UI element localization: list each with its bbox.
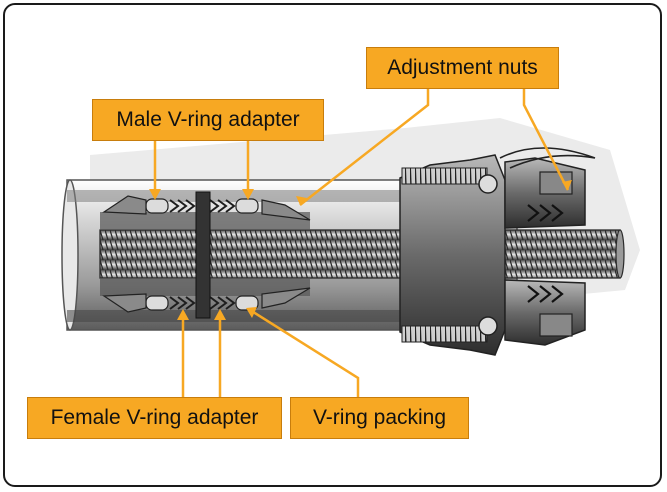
leader-adjustment-right	[522, 89, 570, 191]
leader-adjustment-left	[299, 89, 430, 206]
female-adapter-bottom-left	[145, 295, 169, 311]
male-adapter-top-left	[145, 198, 169, 214]
leader-v-ring	[249, 308, 360, 397]
leader-arrowheads	[149, 180, 572, 320]
male-adapter-top-right	[235, 198, 259, 214]
callout-female-v-ring-adapter: Female V-ring adapter	[27, 397, 282, 439]
piston-rod	[99, 229, 625, 279]
female-adapter-bottom-right	[235, 295, 259, 311]
gland-housing	[399, 147, 596, 356]
callout-v-ring-packing: V-ring packing	[290, 397, 469, 439]
callout-male-v-ring-adapter: Male V-ring adapter	[92, 99, 324, 141]
leader-lines	[153, 89, 570, 397]
packing-stack	[100, 191, 311, 319]
callout-adjustment-nuts: Adjustment nuts	[366, 47, 559, 89]
